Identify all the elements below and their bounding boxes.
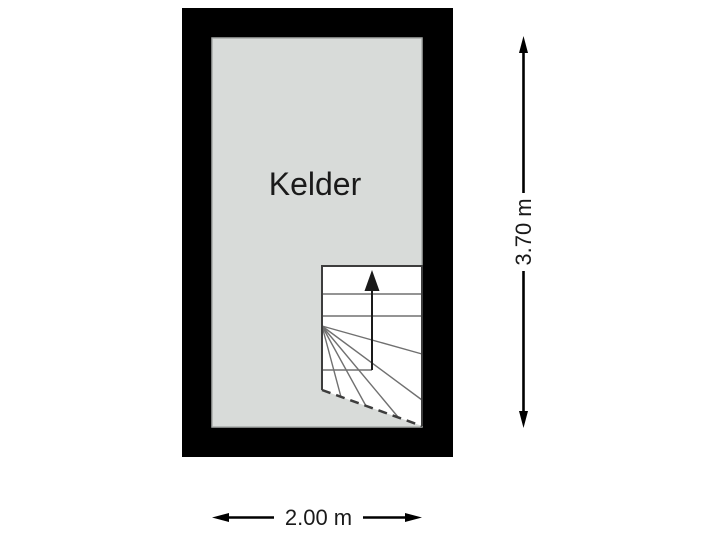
width-dimension-label-box — [274, 504, 363, 531]
up-arrow-icon — [364, 270, 380, 291]
arrow-down-icon — [519, 411, 528, 428]
height-dimension-label-box — [510, 193, 537, 271]
staircase-cut-line — [321, 388, 423, 428]
arrow-right-icon — [405, 513, 422, 522]
arrow-up-icon — [519, 36, 528, 53]
room-label: Kelder — [269, 166, 362, 202]
arrow-left-icon — [212, 513, 229, 522]
width-dimension-label: 2.00 m — [285, 505, 352, 530]
height-dimension-label: 3.70 m — [511, 198, 536, 265]
staircase — [321, 265, 423, 428]
width-dimension: 2.00 m — [212, 504, 422, 531]
stair-direction-arrow — [364, 270, 380, 370]
height-dimension: 3.70 m — [510, 36, 537, 428]
staircase-border — [321, 265, 423, 426]
